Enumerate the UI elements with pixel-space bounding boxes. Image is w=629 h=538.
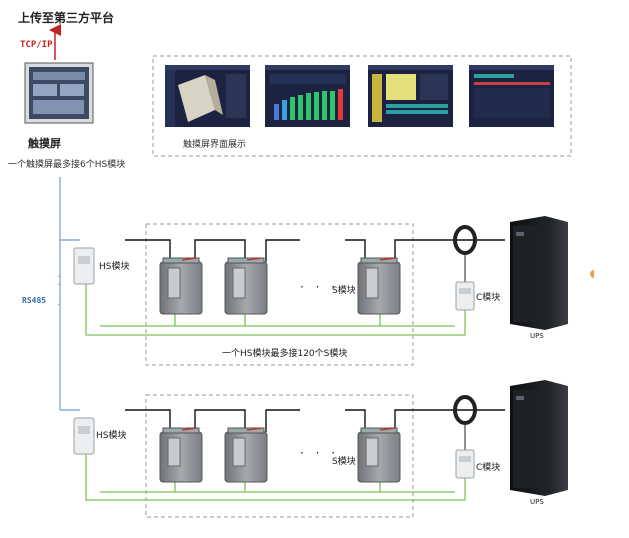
bus-dot: · [57,280,60,291]
accent-mark [590,270,594,278]
current-clamp-icon [453,395,477,450]
upload-label: 上传至第三方平台 [18,11,115,25]
battery-icon [159,427,203,483]
battery-icon [224,257,268,315]
hs-module-icon [73,247,95,285]
battery-icon [357,257,401,315]
hs-module-icon [73,417,95,455]
ups-label: UPS [530,498,544,506]
bus-dot: · [57,300,60,311]
row2-dashed-box [145,394,414,518]
row1-dashed-box [145,223,414,366]
screen-preview-2 [265,65,350,127]
screens-caption: 触摸屏界面展示 [183,140,247,150]
c-module-label: C模块 [476,293,501,303]
s-module-label: S模块 [332,286,356,296]
row1-power-line [125,239,505,262]
screen-preview-4 [469,65,554,127]
ups-label: UPS [530,332,544,340]
hs-module-label: HS模块 [96,431,127,441]
row2-sense-lines [85,454,466,501]
battery-icon [159,257,203,315]
current-clamp-icon [453,225,477,282]
bus-dot: · [57,272,60,283]
hs-capacity-note: 一个HS模块最多接120个S模块 [222,349,348,359]
s-module-label: S模块 [332,457,356,467]
row1-sense-lines [85,284,466,336]
ellipsis: · · · [300,446,340,460]
battery-icon [357,427,401,483]
hs-module-label: HS模块 [99,262,130,272]
c-module-label: C模块 [476,463,501,473]
c-module-icon [455,281,475,311]
c-module-icon [455,449,475,479]
touchscreen-note: 一个触摸屏最多接6个HS模块 [8,160,126,170]
rs485-label: RS485 [22,296,47,305]
screen-preview-1 [165,65,250,127]
ellipsis: · · · [300,280,340,294]
row2-power-line [125,409,505,432]
touchscreen-label: 触摸屏 [28,137,61,150]
ups-cabinet-icon [510,380,568,496]
screen-preview-3 [368,65,453,127]
rs485-bus [59,177,80,411]
ups-cabinet-icon [510,216,568,330]
touchscreen-device [24,62,94,124]
tcpip-label: TCP/IP [20,40,53,50]
battery-icon [224,427,268,483]
